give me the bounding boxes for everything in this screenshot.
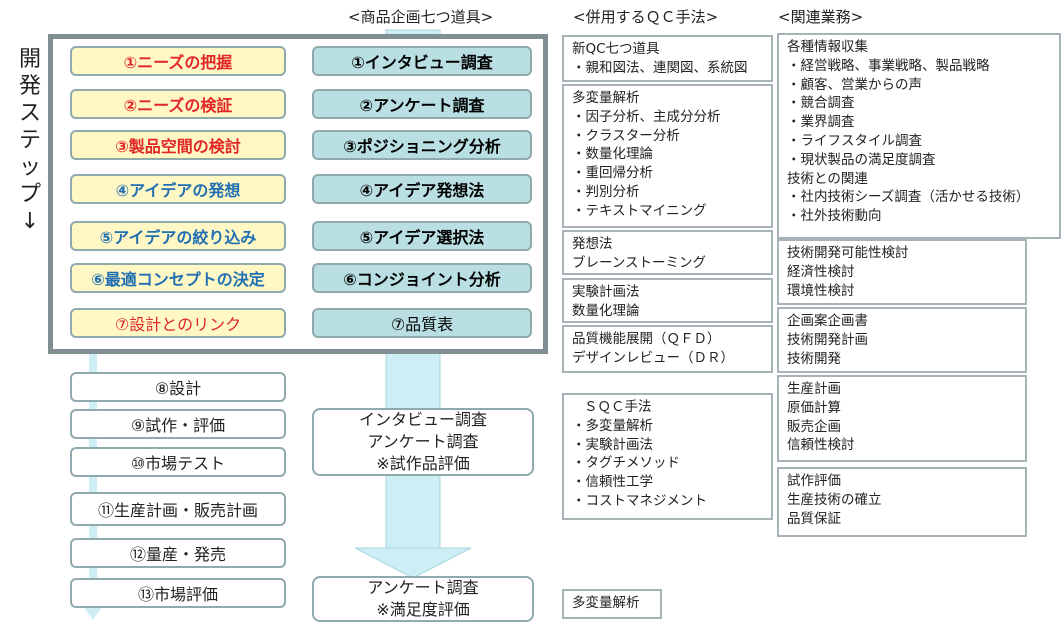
biz-line: ・社外技術動向 [787,208,882,225]
step-market-evaluation: ⑬市場評価 [70,578,286,608]
qc-header: <併用するＱＣ手法> [573,8,719,26]
biz-feasibility: 技術開発可能性検討 経済性検討 環境性検討 [777,239,1027,305]
step-production-sales-plan: ⑪生産計画・販売計画 [70,492,286,526]
biz-line: 原価計算 [787,399,841,416]
qc-experiment-design: 実験計画法 数量化理論 [562,278,773,323]
biz-line: ・経営戦略、事業戦略、製品戦略 [787,57,990,74]
qc-ideation: 発想法 ブレーンストーミング [562,230,773,275]
qc-line: ・クラスター分析 [572,127,680,144]
big-arrow-head [354,547,472,579]
biz-line: 信頼性検討 [787,437,855,454]
biz-line: 品質保証 [787,510,841,527]
step-needs-grasp: ①ニーズの把握 [70,46,286,76]
biz-line: 販売企画 [787,418,841,435]
biz-line: 生産計画 [787,381,841,397]
biz-line: ・ライフスタイル調査 [787,132,922,149]
tools-header: <商品企画七つ道具> [348,8,494,26]
tool-idea-method: ④アイデア発想法 [312,174,532,204]
qc-line: ・信頼性工学 [572,474,653,491]
trial-box-line: ※試作品評価 [376,454,470,473]
biz-line: 経済性検討 [787,263,855,280]
biz-line: ・社内技術シーズ調査（活かせる技術） [787,189,1030,206]
vertical-title-char: ス [18,101,41,126]
tool-conjoint: ⑥コンジョイント分析 [312,263,532,293]
step-optimal-concept: ⑥最適コンセプトの決定 [70,263,286,293]
qc-line: ブレーンストーミング [572,254,707,271]
qc-line: 品質機能展開（ＱＦＤ） [572,331,721,347]
qc-line: 多変量解析 [572,595,640,611]
qc-line: ・判別分析 [572,183,640,200]
biz-line: 技術との関連 [787,170,868,187]
qc-line: 実験計画法 [572,284,640,300]
biz-line: ・顧客、営業からの声 [787,76,922,93]
vertical-title: 開 発 ス テ ッ プ ↓ [16,46,44,235]
biz-production-plan: 生産計画 原価計算 販売企画 信頼性検討 [777,375,1027,462]
step-idea-selection: ⑤アイデアの絞り込み [70,221,286,251]
trial-evaluation-box: インタビュー調査 アンケート調査 ※試作品評価 [312,408,534,476]
biz-line: 各種情報収集 [787,39,868,55]
tool-questionnaire: ②アンケート調査 [312,89,532,119]
qc-line: ・重回帰分析 [572,165,653,182]
down-arrow-icon: ↓ [20,209,40,234]
timeline-arrow-head [83,606,103,620]
tool-interview: ①インタビュー調査 [312,46,532,76]
qc-line: ・テキストマイニング [572,202,707,219]
qc-line: ・コストマネジメント [572,492,707,509]
qc-line: 多変量解析 [572,90,640,106]
market-box-line: ※満足度評価 [376,600,470,619]
biz-line: 試作評価 [787,473,841,489]
qc-qfd: 品質機能展開（ＱＦＤ） デザインレビュー（ＤＲ） [562,325,773,373]
qc-line: ・因子分析、主成分分析 [572,108,721,125]
qc-line: 新QC七つ道具 [572,41,660,57]
tool-positioning: ③ポジショニング分析 [312,130,532,160]
biz-line: ・現状製品の満足度調査 [787,151,936,168]
step-product-space: ③製品空間の検討 [70,130,286,160]
qc-multivariate-final: 多変量解析 [562,589,662,619]
qc-line: ＳＱＣ手法 [584,399,652,415]
qc-new-seven-tools: 新QC七つ道具 ・親和図法、連関図、系統図 [562,35,773,82]
step-market-test: ⑩市場テスト [70,447,286,477]
biz-line: ・業界調査 [787,114,855,131]
vertical-title-char: 開 [18,47,41,72]
step-prototype-eval: ⑨試作・評価 [70,409,286,439]
step-mass-production: ⑫量産・発売 [70,538,286,568]
biz-line: 技術開発 [787,350,841,367]
step-idea-generation: ④アイデアの発想 [70,174,286,204]
qc-line: 数量化理論 [572,302,640,319]
vertical-title-char: ッ [18,155,41,180]
step-needs-verify: ②ニーズの検証 [70,89,286,119]
qc-line: ・実験計画法 [572,436,653,453]
qc-line: ・数量化理論 [572,146,653,163]
step-design-link: ⑦設計とのリンク [70,308,286,338]
qc-line: ・親和図法、連関図、系統図 [572,59,748,76]
biz-quality: 試作評価 生産技術の確立 品質保証 [777,467,1027,537]
biz-line: 技術開発可能性検討 [787,245,909,261]
biz-line: ・競合調査 [787,95,855,112]
trial-box-line: インタビュー調査 [358,410,487,429]
vertical-title-char: プ [18,182,41,207]
qc-multivariate: 多変量解析 ・因子分析、主成分分析 ・クラスター分析 ・数量化理論 ・重回帰分析… [562,84,773,228]
qc-line: ・多変量解析 [572,417,653,434]
satisfaction-evaluation-box: アンケート調査 ※満足度評価 [312,576,534,622]
tool-idea-selection: ⑤アイデア選択法 [312,221,532,251]
biz-line: 企画案企画書 [787,313,868,329]
qc-line: デザインレビュー（ＤＲ） [572,349,734,366]
vertical-title-char: テ [18,128,41,153]
market-box-line: アンケート調査 [367,578,479,597]
biz-info-gathering: 各種情報収集 ・経営戦略、事業戦略、製品戦略 ・顧客、営業からの声 ・競合調査 … [777,33,1061,239]
biz-line: 生産技術の確立 [787,491,882,508]
business-header: <関連業務> [778,8,864,26]
biz-planning: 企画案企画書 技術開発計画 技術開発 [777,307,1027,373]
tool-quality-table: ⑦品質表 [312,308,532,338]
qc-sqc: ＳＱＣ手法 ・多変量解析 ・実験計画法 ・タグチメソッド ・信頼性工学 ・コスト… [562,393,773,520]
biz-line: 技術開発計画 [787,331,868,348]
vertical-title-char: 発 [18,74,41,99]
qc-line: 発想法 [572,236,613,252]
trial-box-line: アンケート調査 [367,432,479,451]
qc-line: ・タグチメソッド [572,455,680,472]
step-design: ⑧設計 [70,372,286,402]
biz-line: 環境性検討 [787,282,855,299]
